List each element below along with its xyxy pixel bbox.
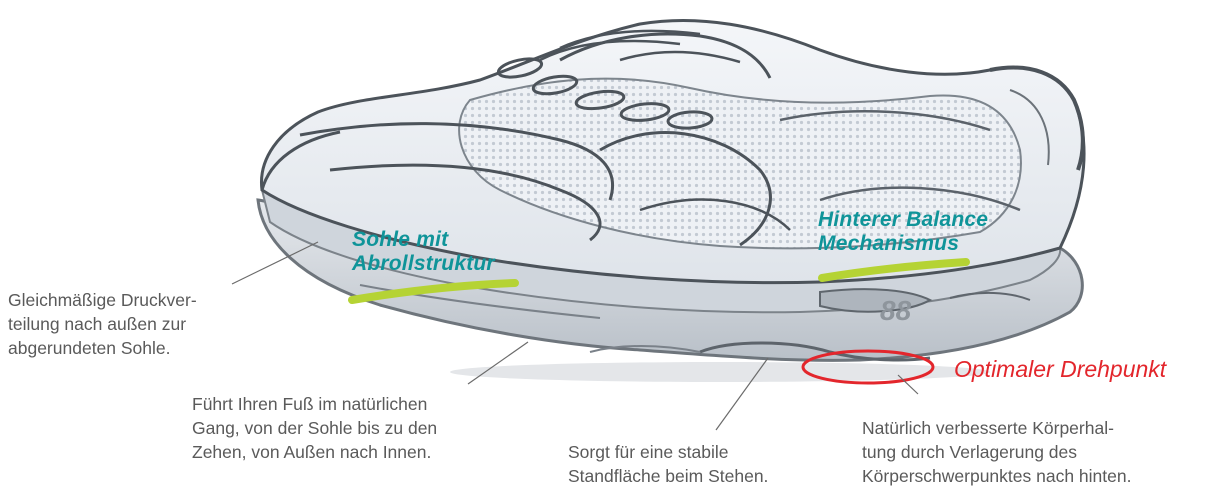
- pressure-caption: Gleichmäßige Druckver- teilung nach auße…: [8, 288, 197, 360]
- pivot-point-label: Optimaler Drehpunkt: [954, 356, 1166, 383]
- stability-caption: Sorgt für eine stabile Standfläche beim …: [568, 440, 768, 488]
- gait-caption-line-2: Gang, von der Sohle bis zu den: [192, 416, 437, 440]
- gait-caption-line-1: Führt Ihren Fuß im natürlichen: [192, 392, 437, 416]
- posture-caption-line-3: Körperschwerpunktes nach hinten.: [862, 464, 1131, 488]
- gait-caption-line-3: Zehen, von Außen nach Innen.: [192, 440, 437, 464]
- pressure-caption-line-2: teilung nach außen zur: [8, 312, 197, 336]
- sole-structure-label-line-2: Abrollstruktur: [352, 252, 495, 276]
- gait-caption: Führt Ihren Fuß im natürlichen Gang, von…: [192, 392, 437, 464]
- stability-caption-line-2: Standfläche beim Stehen.: [568, 464, 768, 488]
- rear-balance-label-line-2: Mechanismus: [818, 232, 988, 256]
- sole-structure-label-line-1: Sohle mit: [352, 228, 495, 252]
- rear-balance-label-line-1: Hinterer Balance: [818, 208, 988, 232]
- posture-caption-line-1: Natürlich verbesserte Körperhal-: [862, 416, 1131, 440]
- pressure-caption-line-3: abgerundeten Sohle.: [8, 336, 197, 360]
- stability-caption-line-1: Sorgt für eine stabile: [568, 440, 768, 464]
- rear-balance-label: Hinterer Balance Mechanismus: [818, 208, 988, 256]
- posture-caption-line-2: tung durch Verlagerung des: [862, 440, 1131, 464]
- posture-caption: Natürlich verbesserte Körperhal- tung du…: [862, 416, 1131, 488]
- sole-structure-label: Sohle mit Abrollstruktur: [352, 228, 495, 276]
- sole-logo: 88: [880, 295, 912, 326]
- pressure-caption-line-1: Gleichmäßige Druckver-: [8, 288, 197, 312]
